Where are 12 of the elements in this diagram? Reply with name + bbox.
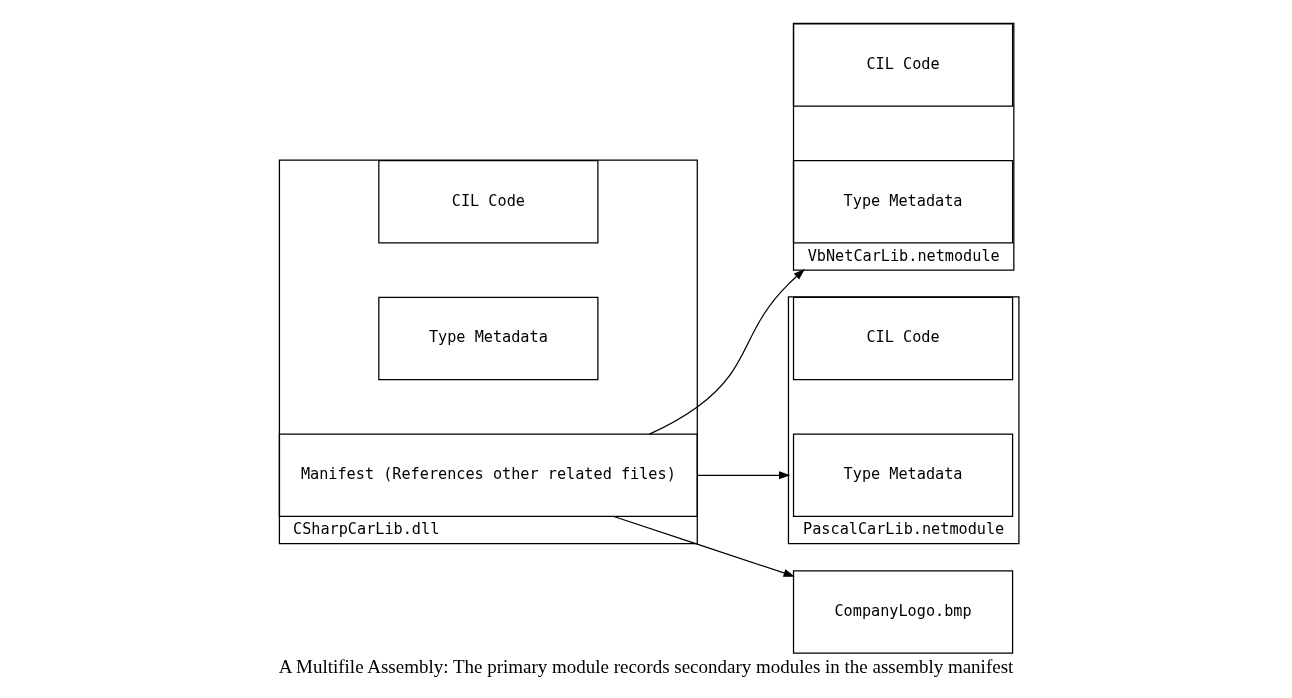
node-box: CIL Code [792,23,1014,107]
node-box: Type Metadata [378,296,599,381]
node-box: CIL Code [792,296,1014,381]
node-box: Type Metadata [792,160,1014,244]
node-box: Manifest (References other related files) [278,433,698,518]
caption: A Multifile Assembly: The primary module records secondary modules in the assembly manifest [278,656,1014,678]
node-box: CIL Code [378,160,599,244]
arrow [613,515,795,577]
node-box: Type Metadata [792,433,1014,518]
arrow [648,268,805,435]
node-box: CompanyLogo.bmp [792,570,1014,654]
arrow [696,471,791,480]
